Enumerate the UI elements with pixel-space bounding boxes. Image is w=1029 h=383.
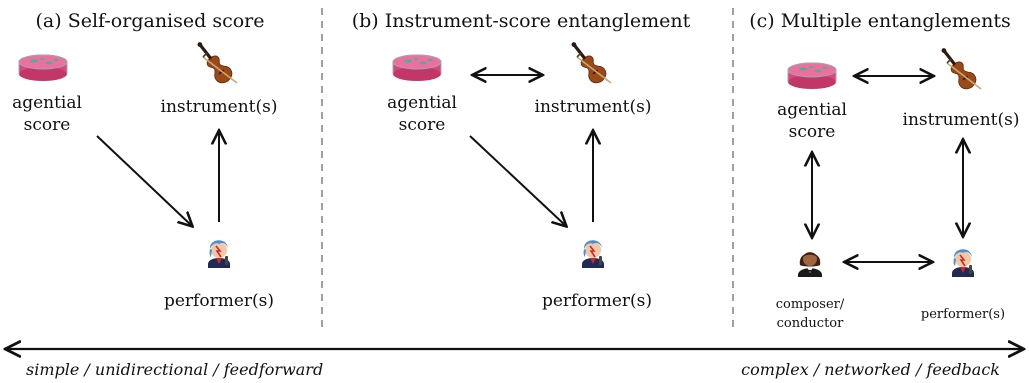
panel-c-composer-label-line2: conductor xyxy=(777,316,845,331)
conductor-icon xyxy=(798,252,822,277)
petri-dish-icon xyxy=(787,62,837,90)
panel-a-instrument-label: instrument(s) xyxy=(161,97,278,117)
panel-a-title: (a) Self-organised score xyxy=(36,10,265,32)
panel-c-title: (c) Multiple entanglements xyxy=(749,10,1011,32)
panel-b-score-label-line2: score xyxy=(399,115,446,135)
panel-c-composer-label-line1: composer/ xyxy=(776,297,845,312)
petri-dish-icon xyxy=(18,54,68,82)
panel-b-instrument-label: instrument(s) xyxy=(535,97,652,117)
panel-a-score-label-line1: agential xyxy=(12,93,82,113)
violin-icon xyxy=(564,36,612,88)
violin-icon xyxy=(934,42,982,94)
panel-b-performer-label: performer(s) xyxy=(542,291,652,311)
arrow-score-to-performer xyxy=(96,135,192,226)
spectrum-left-label: simple / unidirectional / feedforward xyxy=(26,360,323,379)
panel-c-instrument-label: instrument(s) xyxy=(903,110,1020,130)
petri-dish-icon xyxy=(392,54,442,82)
panel-a-score-label-line2: score xyxy=(24,115,71,135)
performer-icon xyxy=(581,239,605,269)
violin-icon xyxy=(190,36,238,88)
panel-c-performer-label: performer(s) xyxy=(921,307,1005,322)
panel-c-score-label-line2: score xyxy=(789,122,836,142)
performer-icon xyxy=(207,239,231,269)
panel-b-title: (b) Instrument-score entanglement xyxy=(352,10,691,32)
spectrum-right-label: complex / networked / feedback xyxy=(741,360,1000,379)
panel-a-performer-label: performer(s) xyxy=(164,291,274,311)
arrow-score-to-performer xyxy=(469,135,566,226)
performer-icon xyxy=(951,248,975,278)
panel-b-score-label-line1: agential xyxy=(387,93,457,113)
panel-c-score-label-line1: agential xyxy=(777,100,847,120)
